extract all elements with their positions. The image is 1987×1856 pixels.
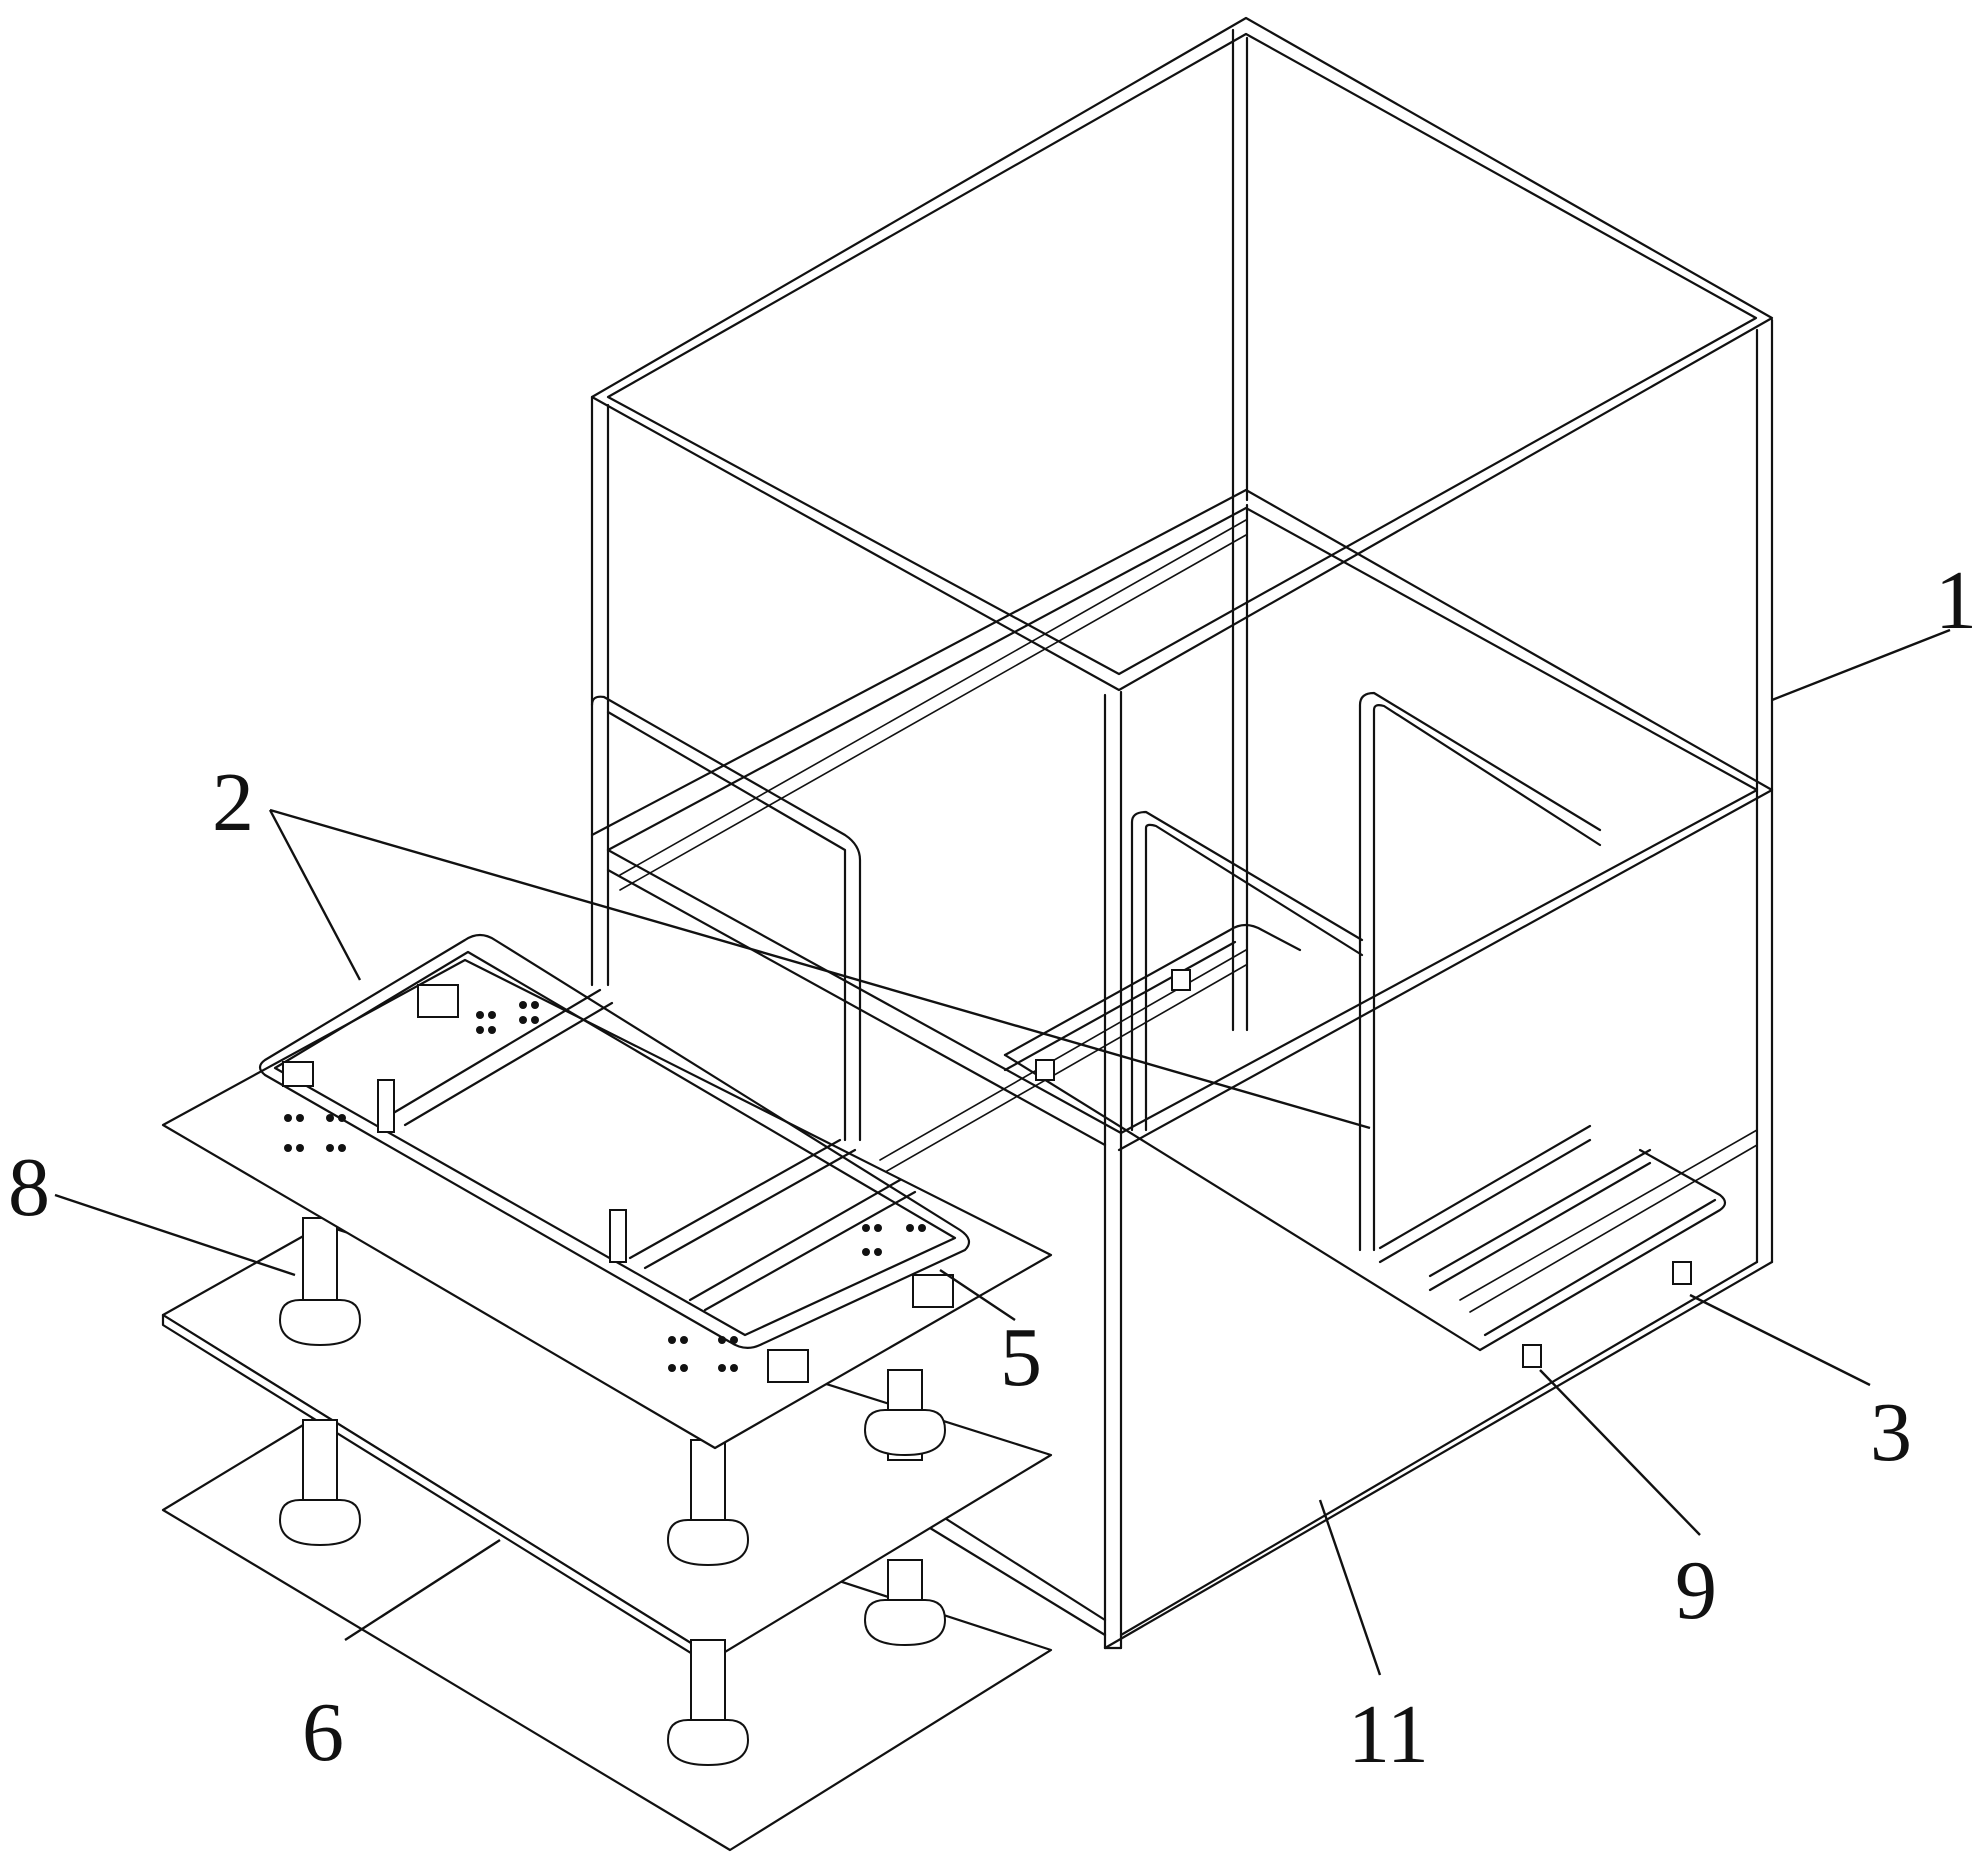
part-labels: 1 2 3 5 6 8 9 11 (8, 554, 1977, 1781)
cube-frame (590, 16, 1774, 1650)
label-2: 2 (212, 756, 254, 849)
hole-markers (284, 1001, 926, 1372)
label-3: 3 (1870, 1386, 1912, 1479)
frame-trolley (1003, 691, 1727, 1368)
box-5a (417, 984, 459, 1018)
box-5b (912, 1274, 954, 1308)
label-9: 9 (1675, 1544, 1717, 1637)
label-6: 6 (302, 1686, 344, 1779)
left-stack (161, 695, 1053, 1852)
leader-lines (54, 628, 1951, 1676)
label-11: 11 (1348, 1688, 1429, 1781)
column-feet (278, 1299, 947, 1767)
top-trolley (258, 933, 971, 1383)
label-5: 5 (1000, 1311, 1042, 1404)
label-1: 1 (1935, 554, 1977, 647)
bottom-plate (161, 1411, 1053, 1852)
label-8: 8 (8, 1141, 50, 1234)
